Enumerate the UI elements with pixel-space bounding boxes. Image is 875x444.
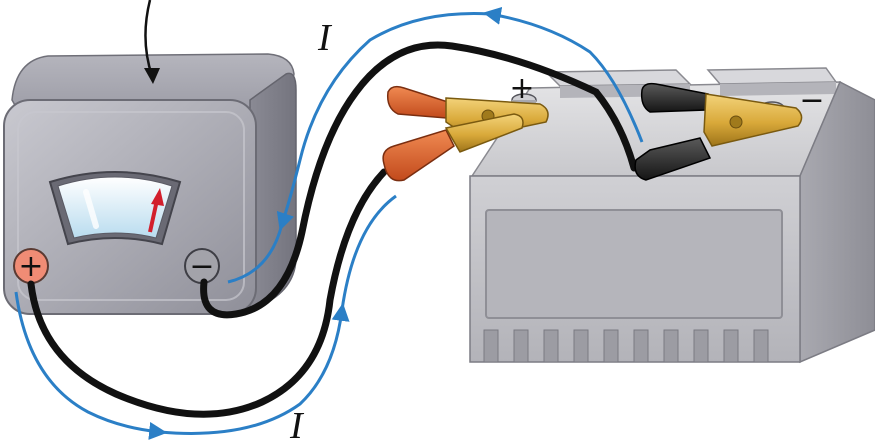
current-arrow-bottom-segment-a [14,291,168,440]
battery-vent-cap-right [706,67,838,85]
battery-rib [663,329,679,363]
battery-rib [723,329,739,363]
current-arrow-bottom-segment-c [340,194,397,311]
current-label-top: I [317,17,333,59]
battery-rib [513,329,529,363]
battery-rib [693,329,709,363]
battery-rib [753,329,769,363]
battery-rib [543,329,559,363]
cable-negative-to-battery-plus [200,41,638,319]
battery-rib [573,329,589,363]
charger-plus-terminal: + [13,248,49,284]
charger-minus-sign: − [189,249,214,284]
charger-plus-sign: + [18,249,43,284]
charger-minus-terminal: − [184,248,220,284]
current-arrow-bottom-segment-b [159,302,350,435]
battery-minus-sign: − [799,83,824,118]
pointer-arrow [144,0,160,84]
battery-ribs [483,329,769,363]
current-arrow-top-segment-b [276,12,491,231]
current-label-bottom: I [289,405,305,444]
battery-label-panel [485,209,783,319]
charger-front-panel [17,111,245,301]
battery-rib [483,329,499,363]
current-flow [14,6,644,440]
cables [27,41,638,418]
battery-plus-sign: + [509,71,534,106]
cable-positive-to-red-clamp [27,168,388,418]
battery-rib [603,329,619,363]
charger: + − [3,53,297,315]
meter-gauge-icon [48,171,182,246]
clamp-black [634,82,803,181]
current-arrow-top-segment-a [482,6,644,143]
battery-rib [633,329,649,363]
meter-needle [148,188,164,233]
battery: + − [469,67,875,364]
clamp-lower-red [382,113,524,182]
current-arrow-top-segment-c [227,223,284,284]
